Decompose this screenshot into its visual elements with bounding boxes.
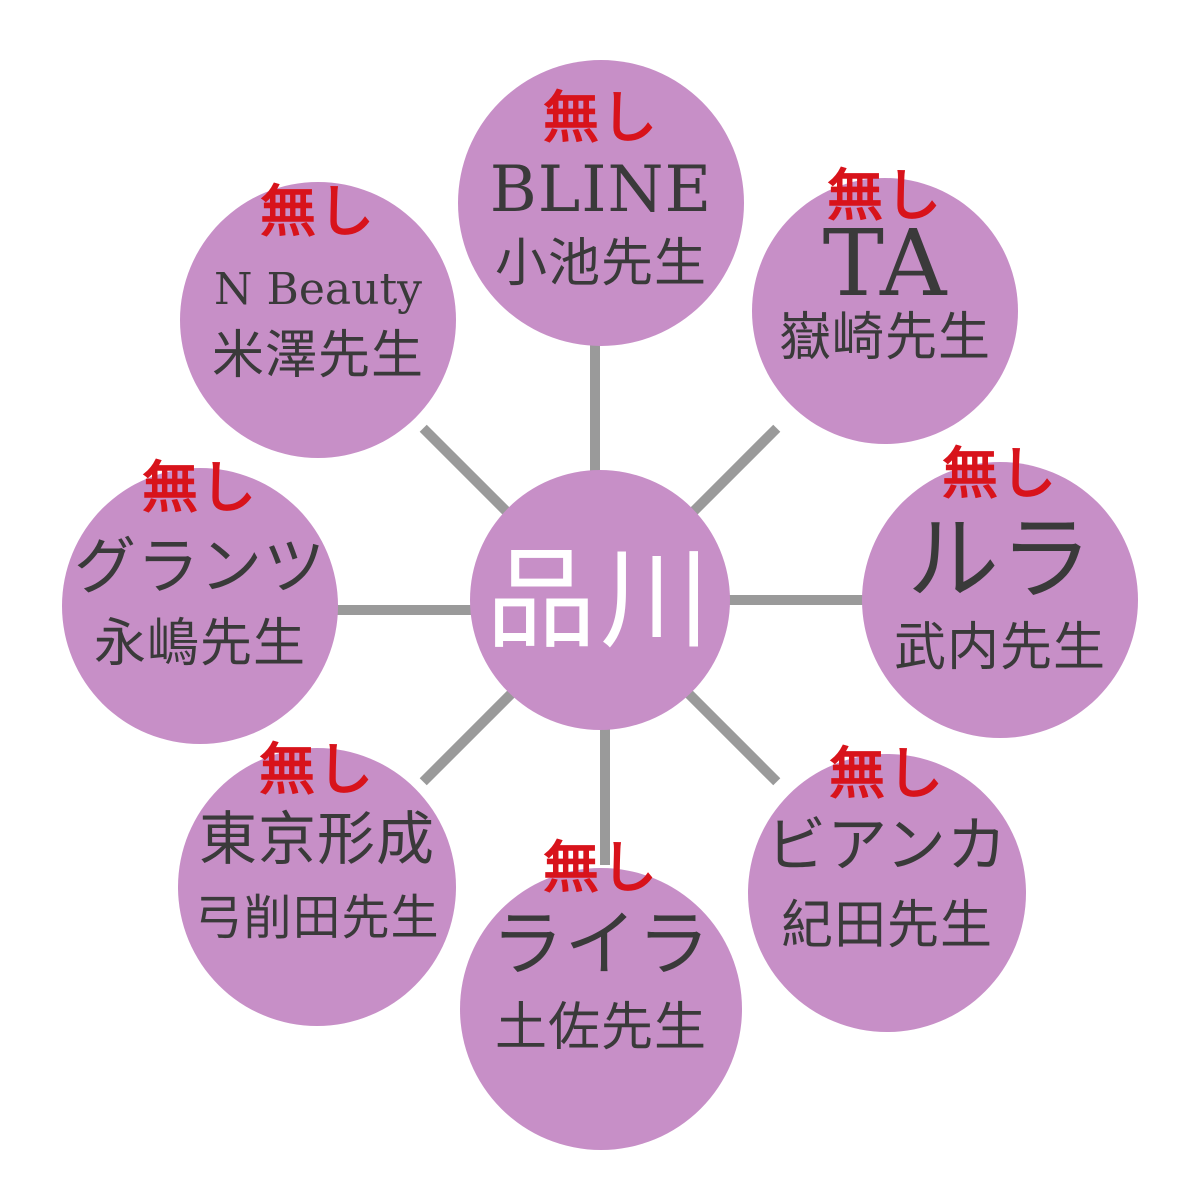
node-bline: 無し BLINE 小池先生 <box>458 60 744 346</box>
node-doctor: 嶽崎先生 <box>778 308 991 368</box>
node-status: 無し <box>942 441 1058 507</box>
node-status: 無し <box>829 741 945 807</box>
node-status: 無し <box>827 163 943 229</box>
node-rura: 無し ルラ 武内先生 <box>862 446 1138 738</box>
node-ta: 無し TA 嶽崎先生 <box>752 168 1018 444</box>
node-status: 無し <box>543 85 659 151</box>
node-status: 無し <box>142 455 258 521</box>
node-n-beauty: 無し N Beauty 米澤先生 <box>180 182 456 458</box>
node-name: TA <box>822 210 948 317</box>
node-doctor: 紀田先生 <box>780 896 993 956</box>
node-bianca: 無し ビアンカ 紀田先生 <box>748 746 1026 1032</box>
node-status: 無し <box>543 835 659 901</box>
node-raira: 無し ライラ 土佐先生 <box>460 840 742 1150</box>
node-name: ビアンカ <box>766 811 1008 881</box>
node-name: ライラ <box>491 902 711 986</box>
node-status: 無し <box>259 737 375 803</box>
node-doctor: 弓削田先生 <box>194 890 440 946</box>
node-doctor: 土佐先生 <box>494 998 707 1058</box>
node-doctor: 小池先生 <box>494 234 707 294</box>
node-glanz: 無し グランツ 永嶋先生 <box>62 460 338 744</box>
node-name: BLINE <box>489 153 713 227</box>
node-tokyo-keisei: 無し 東京形成 弓削田先生 <box>178 742 456 1026</box>
node-name: 東京形成 <box>198 805 435 873</box>
node-doctor: 米澤先生 <box>211 326 424 386</box>
node-name: N Beauty <box>214 264 422 315</box>
center-node-shinagawa: 品川 <box>470 470 730 730</box>
center-label: 品川 <box>486 536 714 664</box>
node-name: ルラ <box>906 506 1093 613</box>
node-doctor: 武内先生 <box>893 618 1106 678</box>
node-status: 無し <box>260 179 376 245</box>
node-name: グランツ <box>73 530 326 603</box>
node-doctor: 永嶋先生 <box>93 614 306 674</box>
spoke-right <box>600 595 880 605</box>
